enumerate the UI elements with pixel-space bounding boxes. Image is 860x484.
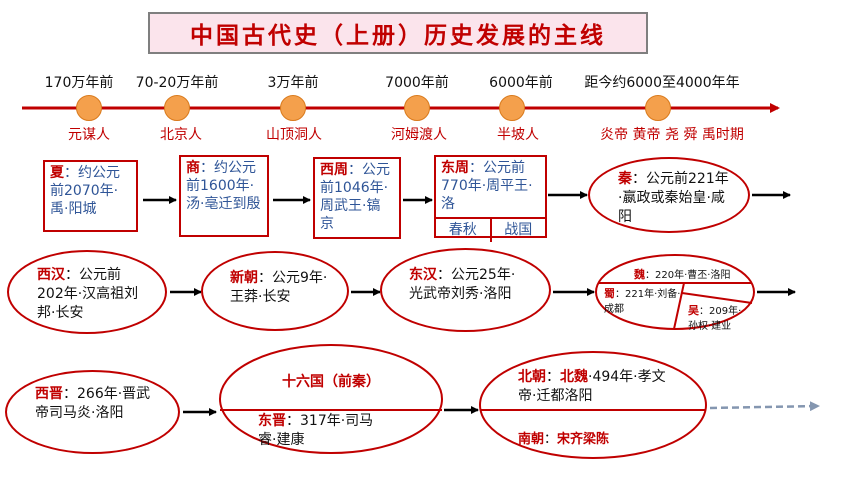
dynasty-name: 西汉 [37, 267, 65, 283]
timeline-time-yuanmou: 170万年前 [44, 75, 114, 91]
dynasty-detail: 宋齐梁陈 [557, 432, 610, 447]
dynasty-ellipse-sanguo: 魏：220年·曹丕·洛阳 蜀：221年·刘备·成都 吴：209年·孙权·建业 [594, 253, 756, 333]
dynasty-ellipse-xihan: 西汉：公元前202年·汉高祖刘邦·长安 [7, 250, 167, 334]
dongzhou-subperiods: 春秋 战国 [436, 217, 545, 242]
timeline-dot [280, 95, 306, 121]
dynasty-detail: ：220年·曹丕·洛阳 [645, 270, 731, 281]
timeline-site-beijing: 北京人 [160, 127, 202, 143]
dynasty-name: 商 [186, 160, 200, 176]
nanbei-divider [479, 351, 707, 459]
dongjin-text: 东晋：317年·司马睿·建康 [258, 412, 378, 450]
dynasty-detail: ：约公元前1600年·汤·亳迁到殷 [186, 160, 261, 212]
dynasty-name: 秦 [618, 171, 632, 187]
dynasty-detail: ：266年·晋武帝司马炎·洛阳 [35, 386, 151, 421]
dynasty-box-xia: 夏：约公元前2070年·禹·阳城 [43, 160, 138, 232]
dynasty-detail: ：317年·司马睿·建康 [258, 413, 374, 448]
dynasty-detail: ：公元前770年·周平王·洛 [441, 160, 533, 212]
dynasty-detail: ：公元前202年·汉高祖刘邦·长安 [37, 267, 139, 321]
xinchao-text: 新朝：公元9年·王莽·长安 [230, 269, 330, 307]
timeline-site-hemudu: 河姆渡人 [391, 127, 447, 143]
period-zhanguo: 战国 [504, 222, 533, 238]
dynasty-name: 东晋 [258, 413, 286, 429]
timeline-site-shandingdong: 山顶洞人 [266, 127, 322, 143]
sanguo-dividers [595, 254, 755, 330]
dynasty-detail: ：约公元前2070年·禹·阳城 [50, 165, 120, 217]
sanguo-wu: 吴：209年·孙权·建业 [688, 303, 748, 333]
dynasty-name: 东周 [441, 160, 469, 176]
timeline-time-beijing: 70-20万年前 [135, 75, 219, 91]
xihan-text: 西汉：公元前202年·汉高祖刘邦·长安 [37, 266, 147, 323]
timeline-dot [404, 95, 430, 121]
dynasty-name: 新朝 [230, 270, 258, 286]
dynasty-ellipse-xinchao: 新朝：公元9年·王莽·长安 [201, 251, 349, 331]
beichao-text: 北朝：北魏·494年·孝文帝·迁都洛阳 [518, 369, 666, 404]
nanchao-text: 南朝：宋齐梁陈 [518, 432, 610, 447]
qin-text: 秦：公元前221年·嬴政或秦始皇·咸阳 [618, 170, 730, 227]
timeline-dot [499, 95, 525, 121]
dynasty-name: 东汉 [409, 267, 437, 283]
dynasty-name: 夏 [50, 165, 64, 181]
dynasty-name: 西晋 [35, 386, 63, 402]
dynasty-detail: ：公元25年·光武帝刘秀·洛阳 [409, 267, 516, 302]
dynasty-name: 蜀 [604, 287, 615, 300]
xijin-text: 西晋：266年·晋武帝司马炎·洛阳 [35, 385, 155, 423]
dynasty-detail: ：公元前1046年·周武王·镐京 [320, 162, 390, 232]
timeline-dot [76, 95, 102, 121]
sanguo-wei: 魏：220年·曹丕·洛阳 [634, 263, 744, 282]
dynasty-ellipse-donghan: 东汉：公元25年·光武帝刘秀·洛阳 [380, 248, 551, 332]
dynasty-ellipse-nanbeichao: 北朝：北魏·494年·孝文帝·迁都洛阳 南朝：宋齐梁陈 [478, 350, 708, 460]
shiliuguo-divider [219, 344, 443, 454]
dynasty-detail: ：221年·刘备·成都 [604, 289, 681, 315]
shiliuguo-label: 十六国（前秦） [282, 374, 380, 390]
dynasty-name: 北朝 [518, 369, 546, 385]
dynasty-detail: ：209年·孙权·建业 [688, 306, 742, 332]
timeline-time-banpo: 6000年前 [489, 75, 553, 91]
donghan-text: 东汉：公元25年·光武帝刘秀·洛阳 [409, 266, 529, 304]
dynasty-box-dongzhou: 东周：公元前770年·周平王·洛 春秋 战国 [434, 155, 547, 242]
dynasty-detail: ·494年·孝文帝·迁都洛阳 [518, 369, 666, 404]
title-box: 中国古代史（上册）历史发展的主线 [148, 12, 648, 54]
timeline-dot [645, 95, 671, 121]
dynasty-sub: 北魏 [560, 369, 588, 385]
dynasty-name: 魏 [634, 268, 645, 281]
dynasty-detail: ：公元前221年·嬴政或秦始皇·咸阳 [618, 171, 729, 225]
dynasty-box-shang: 商：约公元前1600年·汤·亳迁到殷 [179, 155, 269, 237]
timeline-time-hemudu: 7000年前 [385, 75, 449, 91]
sanguo-shu: 蜀：221年·刘备·成都 [604, 286, 684, 316]
dynasty-ellipse-xijin: 西晋：266年·晋武帝司马炎·洛阳 [5, 370, 180, 454]
dynasty-box-xizhou: 西周：公元前1046年·周武王·镐京 [313, 157, 401, 239]
dynasty-detail: ：公元9年·王莽·长安 [230, 270, 328, 305]
timeline-time-legends: 距今约6000至4000年年 [584, 75, 740, 91]
dynasty-name: 西周 [320, 162, 348, 178]
timeline-site-legends: 炎帝 黄帝 尧 舜 禹时期 [600, 127, 744, 143]
timeline-site-banpo: 半坡人 [497, 127, 539, 143]
arrow-nanbei-next [709, 401, 820, 412]
dynasty-name: 南朝 [518, 432, 545, 447]
timeline-site-yuanmou: 元谋人 [68, 127, 110, 143]
timeline-dot [164, 95, 190, 121]
dynasty-name: 吴 [688, 304, 699, 317]
period-chunqiu: 春秋 [436, 219, 492, 242]
dynasty-ellipse-shiliuguo-dongjin: 十六国（前秦） 东晋：317年·司马睿·建康 [218, 343, 444, 455]
dynasty-ellipse-qin: 秦：公元前221年·嬴政或秦始皇·咸阳 [588, 157, 750, 233]
dongzhou-main: 东周：公元前770年·周平王·洛 [436, 157, 545, 217]
page-title: 中国古代史（上册）历史发展的主线 [190, 22, 606, 49]
timeline-time-shandingdong: 3万年前 [267, 75, 319, 91]
